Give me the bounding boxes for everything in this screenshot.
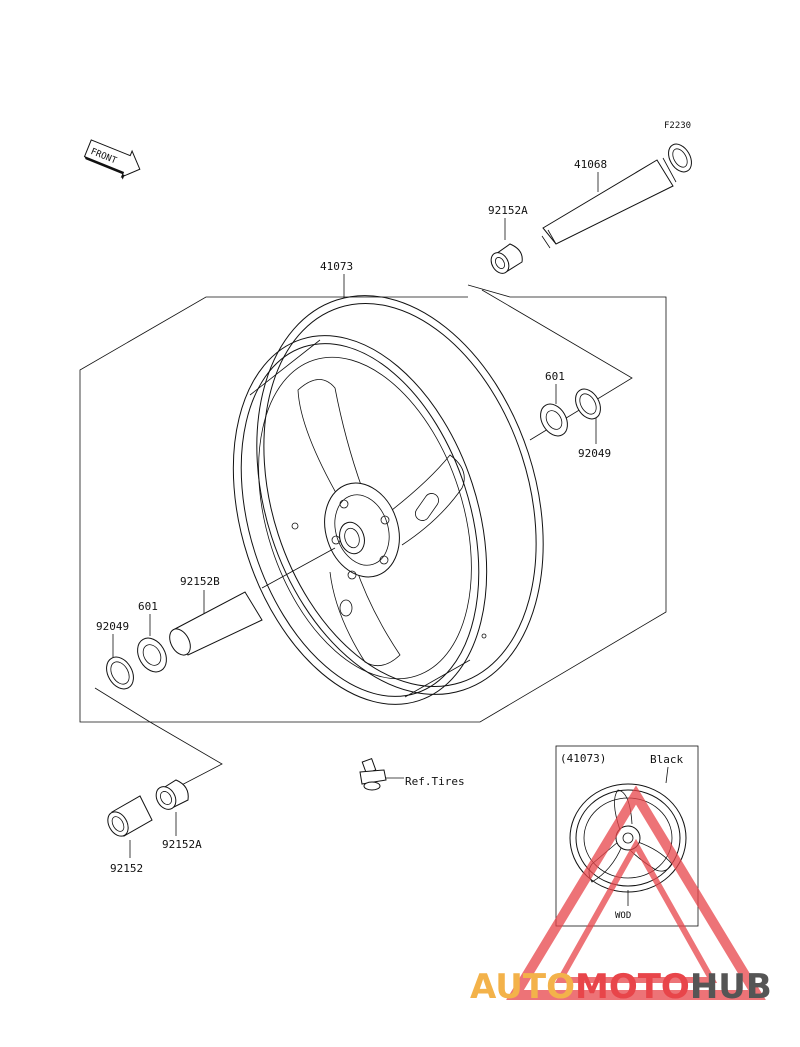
label-seal-right: 92049 (578, 447, 611, 460)
color-inset: (41073) Black WOD (555, 745, 699, 927)
collar-right-part (490, 243, 523, 274)
inset-ref: (41073) (560, 752, 606, 765)
watermark-auto: AUTO (470, 967, 575, 1007)
label-spacer: 92152B (180, 575, 220, 588)
collar-outer-part (107, 795, 153, 837)
inset-color: Black (650, 753, 683, 766)
label-axle: 41068 (574, 158, 607, 171)
diagram-code: F2230 (664, 121, 691, 131)
watermark-text: AUTOMOTOHUB (470, 967, 772, 1007)
label-bearing-left: 601 (138, 600, 158, 613)
collar-left-part (155, 779, 189, 810)
bearing-left-part (137, 637, 167, 673)
label-seal-left: 92049 (96, 620, 129, 633)
valve-ref-label: Ref.Tires (405, 775, 465, 788)
axle-part (541, 143, 692, 249)
label-collar-left: 92152A (162, 838, 202, 851)
label-wheel: 41073 (320, 260, 353, 273)
watermark-hub: HUB (690, 967, 772, 1007)
label-collar-outer: 92152 (110, 862, 143, 875)
label-collar-right: 92152A (488, 204, 528, 217)
wheel-part (232, 295, 544, 705)
label-bearing-right: 601 (545, 370, 565, 383)
seal-left-part (106, 656, 134, 690)
bearing-right-part (540, 403, 568, 437)
watermark-logo (506, 785, 766, 1000)
inset-code: WOD (615, 911, 631, 921)
watermark-moto: MOTO (575, 967, 690, 1007)
spacer-part (169, 591, 263, 656)
valve-part (359, 758, 387, 791)
front-arrow-icon: FRONT (83, 139, 141, 180)
seal-right-part (575, 388, 601, 420)
